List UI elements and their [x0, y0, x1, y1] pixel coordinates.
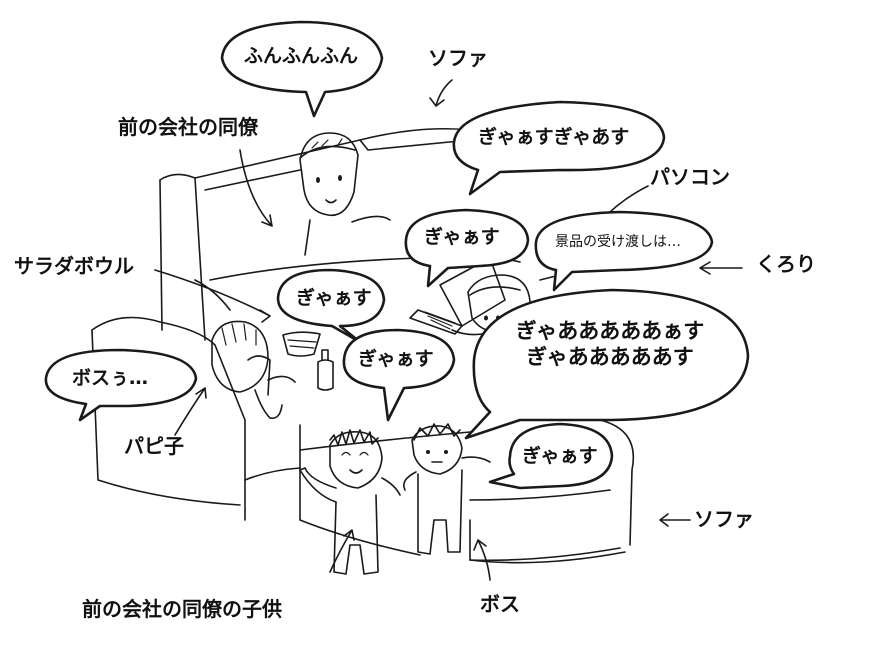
speech-colleague: ふんふんふん — [244, 45, 359, 67]
speech-bubbles — [44, 20, 750, 490]
label-salad-bowl: サラダボウル — [14, 254, 134, 278]
papiko-figure — [194, 279, 296, 420]
salad-bowl-drawing — [282, 331, 334, 391]
colleague-figure — [299, 132, 391, 256]
speech-child: ぎゃぁす — [358, 348, 434, 370]
label-pc: パソコン — [650, 165, 730, 189]
speech-boss: ぎゃぁす — [522, 445, 598, 467]
speech-papiko: ボスぅ… — [72, 367, 149, 389]
speech-pc-top: ぎゃぁすぎゃあす — [478, 126, 630, 148]
speech-middle: ぎゃぁす — [424, 226, 500, 248]
front-sofa — [91, 316, 634, 564]
label-papiko: パピ子 — [124, 434, 184, 458]
label-kurori: くろり — [756, 252, 816, 276]
speech-big-line2: ぎゃあああああす — [526, 345, 694, 370]
label-former-colleague: 前の会社の同僚 — [118, 115, 258, 139]
boss-figure — [403, 423, 491, 555]
child-figure — [299, 429, 401, 575]
label-boss: ボス — [480, 592, 520, 616]
label-sofa-top: ソファ — [428, 46, 488, 70]
speech-bowl: ぎゃぁす — [296, 287, 372, 309]
speech-kurori: 景品の受け渡しは… — [555, 234, 681, 250]
speech-big: ぎゃあああああぁす ぎゃあああああす — [490, 318, 730, 371]
label-colleague-child: 前の会社の同僚の子供 — [82, 597, 282, 621]
speech-big-line1: ぎゃあああああぁす — [515, 319, 705, 343]
label-sofa-right: ソファ — [694, 507, 754, 531]
